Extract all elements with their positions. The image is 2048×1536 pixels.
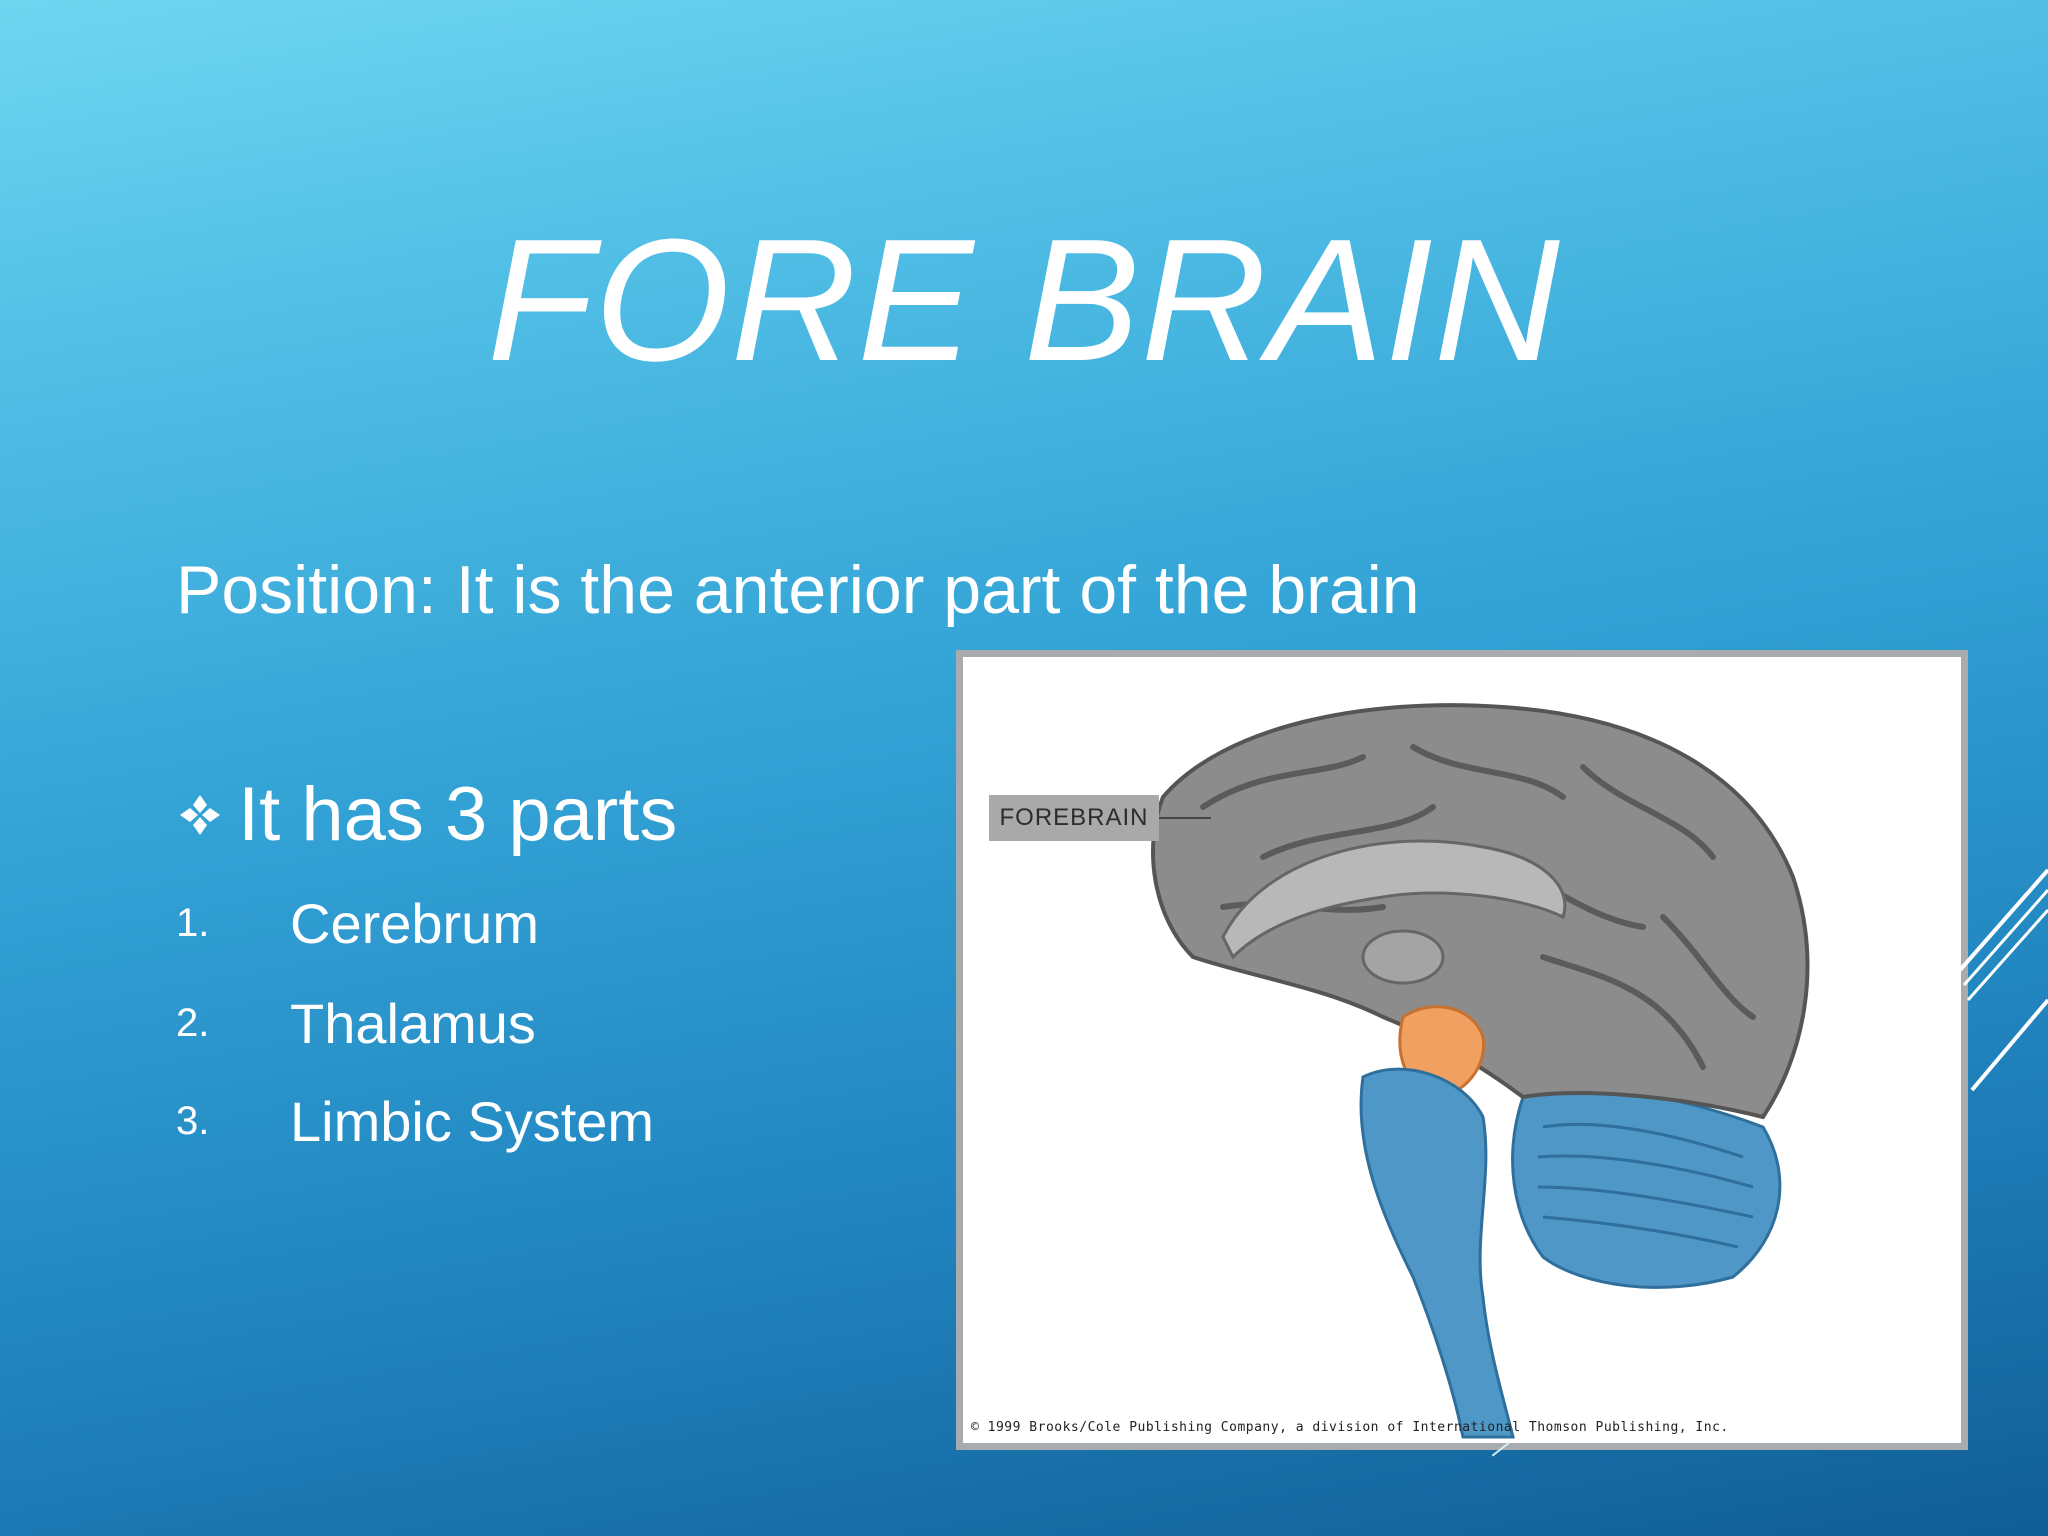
decorative-stripes-icon [1960, 868, 2048, 1092]
brain-illustration [1151, 703, 1810, 1439]
list-number: 3. [176, 1098, 210, 1143]
bullet-item: It has 3 parts [176, 770, 677, 860]
figure-copyright: © 1999 Brooks/Cole Publishing Company, a… [971, 1420, 1729, 1435]
bullet-text: It has 3 parts [238, 772, 678, 857]
list-item: 2. Thalamus [176, 988, 536, 1058]
list-number: 1. [176, 900, 210, 945]
list-label: Thalamus [290, 991, 536, 1055]
brain-figure: FOREBRAIN © 1999 Brooks/Cole Publishing … [956, 650, 1968, 1450]
diamond-bullet-icon [180, 795, 220, 835]
list-label: Limbic System [290, 1089, 655, 1153]
slide-title: FORE BRAIN [487, 202, 1561, 397]
position-text: Position: It is the anterior part of the… [176, 552, 1420, 628]
list-item: 1. Cerebrum [176, 888, 539, 958]
list-label: Cerebrum [290, 891, 539, 955]
list-number: 2. [176, 1000, 210, 1045]
forebrain-label: FOREBRAIN [989, 795, 1159, 841]
forebrain-leader-line [1159, 817, 1211, 819]
list-item: 3. Limbic System [176, 1086, 654, 1156]
